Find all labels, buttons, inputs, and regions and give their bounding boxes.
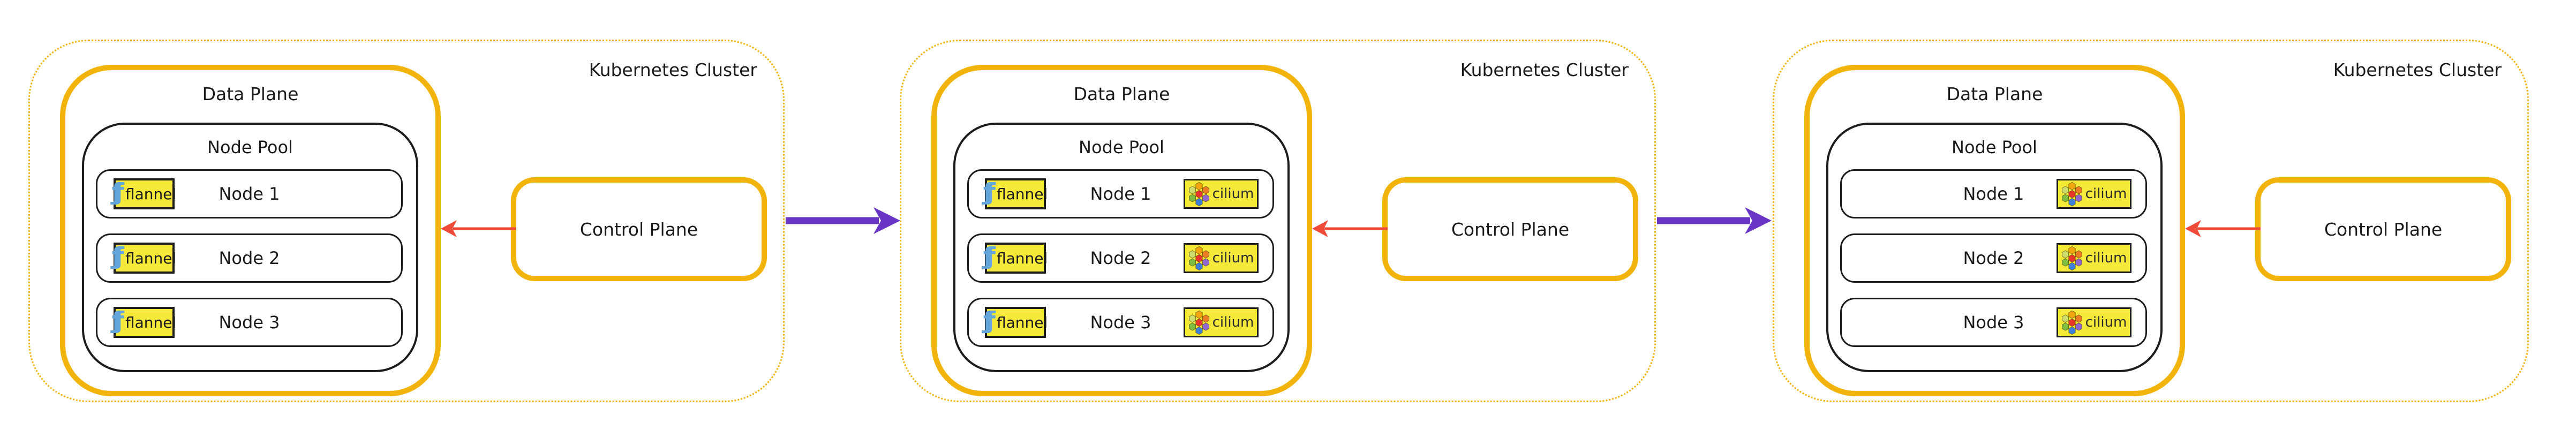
cilium-label: cilium xyxy=(1212,186,1254,202)
cilium-label: cilium xyxy=(2085,314,2127,330)
data-plane-label: Data Plane xyxy=(1946,84,2043,104)
node-row: Node 3 ƒƒ flannel xyxy=(96,298,403,347)
kubernetes-cluster-3: Kubernetes Cluster Data Plane Node Pool … xyxy=(1773,40,2529,402)
node-row: Node 1 cilium xyxy=(1840,169,2147,218)
node-name: Node 1 xyxy=(1090,184,1151,204)
control-to-dataplane-arrow xyxy=(2185,220,2261,237)
node-pool: Node Pool Node 1 cilium xyxy=(1826,123,2163,372)
control-plane-label: Control Plane xyxy=(579,218,698,240)
node-row: Node 3 ƒƒ flannel xyxy=(967,298,1274,347)
cilium-icon xyxy=(1188,182,1209,206)
cilium-label: cilium xyxy=(1212,314,1254,330)
cilium-badge: cilium xyxy=(2057,243,2131,273)
data-plane-label: Data Plane xyxy=(1073,84,1170,104)
cilium-icon xyxy=(2061,310,2082,335)
node-pool: Node Pool Node 1 ƒƒ flannel Node 2 ƒƒ fl… xyxy=(82,123,418,372)
data-plane: Data Plane Node Pool Node 1 xyxy=(1804,65,2185,396)
node-name: Node 2 xyxy=(1090,248,1151,268)
flannel-label: flannel xyxy=(125,185,177,203)
flannel-badge: ƒƒ flannel xyxy=(983,178,1048,209)
node-name: Node 1 xyxy=(219,184,280,204)
kubernetes-cluster-2: Kubernetes Cluster Data Plane Node Pool … xyxy=(900,40,1656,402)
cilium-badge: cilium xyxy=(1184,307,1259,337)
cilium-badge: cilium xyxy=(1184,243,1259,273)
cilium-badge: cilium xyxy=(2057,307,2131,337)
flannel-label: flannel xyxy=(997,185,1048,203)
cluster2-to-cluster3-arrow xyxy=(1657,207,1772,234)
node-row: Node 1 ƒƒ flannel xyxy=(967,169,1274,218)
flannel-label: flannel xyxy=(125,313,177,331)
flannel-badge: ƒƒ flannel xyxy=(983,307,1048,338)
cluster-label: Kubernetes Cluster xyxy=(589,59,757,80)
cilium-badge: cilium xyxy=(1184,179,1259,209)
node-pool: Node Pool Node 1 ƒƒ flannel xyxy=(953,123,1290,372)
node-name: Node 3 xyxy=(219,312,280,333)
node-name: Node 3 xyxy=(1090,312,1151,333)
node-row: Node 1 ƒƒ flannel xyxy=(96,169,403,218)
node-name: Node 1 xyxy=(1963,184,2024,204)
node-name: Node 2 xyxy=(219,248,280,268)
data-plane-label: Data Plane xyxy=(202,84,299,104)
node-name: Node 3 xyxy=(1963,312,2024,333)
control-plane-label: Control Plane xyxy=(2324,218,2443,240)
node-pool-label: Node Pool xyxy=(1952,137,2037,157)
node-pool-label: Node Pool xyxy=(1079,137,1164,157)
cilium-label: cilium xyxy=(2085,250,2127,266)
flannel-icon: ƒƒ xyxy=(111,243,125,270)
data-plane: Data Plane Node Pool Node 1 ƒƒ flannel xyxy=(931,65,1312,396)
node-pool-label: Node Pool xyxy=(207,137,293,157)
flannel-icon: ƒƒ xyxy=(983,307,996,334)
kubernetes-cluster-1: Kubernetes Cluster Data Plane Node Pool … xyxy=(28,40,785,402)
data-plane: Data Plane Node Pool Node 1 ƒƒ flannel N… xyxy=(60,65,441,396)
cilium-icon xyxy=(1188,310,1209,335)
flannel-label: flannel xyxy=(997,249,1048,267)
node-name: Node 2 xyxy=(1963,248,2024,268)
flannel-icon: ƒƒ xyxy=(111,178,125,206)
node-row: Node 2 ƒƒ flannel xyxy=(967,233,1274,283)
flannel-badge: ƒƒ flannel xyxy=(111,178,177,209)
cluster-label: Kubernetes Cluster xyxy=(1460,59,1629,80)
node-row: Node 3 cilium xyxy=(1840,298,2147,347)
flannel-label: flannel xyxy=(997,313,1048,331)
cilium-label: cilium xyxy=(1212,250,1254,266)
flannel-label: flannel xyxy=(125,249,177,267)
node-row: Node 2 cilium xyxy=(1840,233,2147,283)
flannel-badge: ƒƒ flannel xyxy=(111,243,177,274)
control-to-dataplane-arrow xyxy=(1312,220,1388,237)
node-row: Node 2 ƒƒ flannel xyxy=(96,233,403,283)
flannel-icon: ƒƒ xyxy=(983,243,996,270)
control-to-dataplane-arrow xyxy=(441,220,516,237)
cilium-icon xyxy=(2061,246,2082,270)
flannel-icon: ƒƒ xyxy=(111,307,125,334)
control-plane: Control Plane xyxy=(1382,177,1638,281)
flannel-badge: ƒƒ flannel xyxy=(983,243,1048,274)
cilium-icon xyxy=(2061,182,2082,206)
cluster1-to-cluster2-arrow xyxy=(786,207,900,234)
control-plane: Control Plane xyxy=(511,177,767,281)
cilium-label: cilium xyxy=(2085,186,2127,202)
flannel-icon: ƒƒ xyxy=(983,178,996,206)
control-plane: Control Plane xyxy=(2255,177,2511,281)
control-plane-label: Control Plane xyxy=(1451,218,1570,240)
cilium-icon xyxy=(1188,246,1209,270)
cilium-badge: cilium xyxy=(2057,179,2131,209)
cluster-label: Kubernetes Cluster xyxy=(2333,59,2502,80)
flannel-badge: ƒƒ flannel xyxy=(111,307,177,338)
